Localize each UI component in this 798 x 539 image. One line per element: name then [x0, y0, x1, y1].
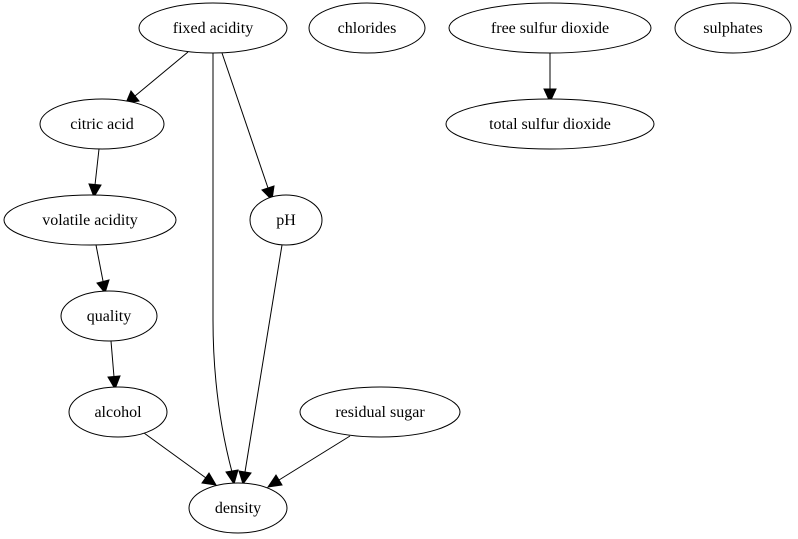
node-chlorides: chlorides [308, 2, 426, 54]
node-residual-sugar: residual sugar [299, 386, 461, 438]
node-label: chlorides [338, 20, 397, 37]
node-volatile-acidity: volatile acidity [3, 194, 177, 246]
node-label: free sulfur dioxide [491, 20, 609, 37]
node-label: quality [87, 308, 131, 325]
node-sulphates: sulphates [674, 2, 792, 54]
edge-free-sulfur-dioxide-to-total-sulfur-dioxide [543, 53, 557, 104]
node-label: volatile acidity [42, 212, 138, 229]
node-alcohol: alcohol [68, 386, 168, 438]
node-label: citric acid [70, 116, 134, 133]
node-total-sulfur-dioxide: total sulfur dioxide [445, 98, 655, 150]
edge-fixed-acidity-to-ph [221, 52, 275, 202]
edge-fixed-acidity-to-density [212, 53, 239, 486]
edge-volatile-acidity-to-quality [95, 244, 110, 295]
node-free-sulfur-dioxide: free sulfur dioxide [448, 2, 652, 54]
node-ph: pH [249, 194, 323, 246]
edge-alcohol-to-density [143, 432, 217, 486]
edge-residual-sugar-to-density [266, 435, 351, 488]
node-label: residual sugar [335, 404, 425, 421]
node-label: density [215, 500, 261, 517]
node-fixed-acidity: fixed acidity [138, 2, 288, 54]
node-label: alcohol [94, 404, 142, 421]
node-citric-acid: citric acid [39, 98, 165, 150]
edge-citric-acid-to-volatile-acidity [88, 148, 102, 199]
node-quality: quality [60, 290, 158, 342]
edge-quality-to-alcohol [107, 340, 121, 391]
node-label: pH [276, 212, 296, 229]
edge-ph-to-density [238, 244, 283, 486]
node-density: density [188, 482, 288, 534]
node-label: fixed acidity [173, 20, 253, 37]
node-label: sulphates [703, 20, 763, 37]
node-label: total sulfur dioxide [489, 116, 611, 133]
edge-fixed-acidity-to-citric-acid [125, 51, 189, 104]
